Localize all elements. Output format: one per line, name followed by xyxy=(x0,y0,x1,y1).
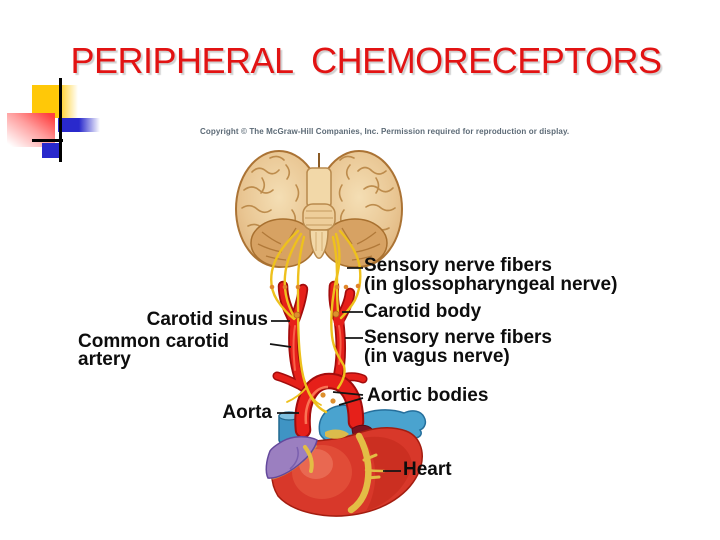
label-line: Sensory nerve fibers xyxy=(364,255,552,276)
label-sensory-glossopharyngeal: Sensory nerve fibers (in glossopharyngea… xyxy=(364,255,618,295)
label-sensory-vagus: Sensory nerve fibers (in vagus nerve) xyxy=(364,327,552,367)
label-line: artery xyxy=(78,349,131,370)
decor-horizontal-line xyxy=(32,139,63,142)
label-common-carotid-artery: Common carotid artery xyxy=(78,331,229,370)
chemoreceptor-bodies xyxy=(269,283,361,404)
label-line: Common carotid xyxy=(78,331,229,352)
nerve-fibers xyxy=(270,229,362,414)
label-line: (in glossopharyngeal nerve) xyxy=(364,273,618,295)
label-heart: Heart xyxy=(403,459,452,480)
label-carotid-sinus: Carotid sinus xyxy=(146,309,268,330)
label-line: Sensory nerve fibers xyxy=(364,327,552,348)
slide-title: PERIPHERAL CHEMORECEPTORS xyxy=(70,40,662,81)
decor-yellow-square xyxy=(32,85,78,118)
copyright-text: Copyright © The McGraw-Hill Companies, I… xyxy=(200,127,570,136)
label-line: (in vagus nerve) xyxy=(364,345,510,367)
carotid-arteries xyxy=(272,280,368,392)
brain-illustration xyxy=(235,150,403,268)
label-aorta: Aorta xyxy=(222,402,272,423)
decor-small-blue-square xyxy=(42,143,62,158)
label-aortic-bodies: Aortic bodies xyxy=(367,385,489,406)
decor-vertical-line xyxy=(59,78,62,162)
decor-blue-bar xyxy=(58,118,100,132)
label-carotid-body: Carotid body xyxy=(364,301,482,322)
pointer-lines xyxy=(269,267,401,472)
